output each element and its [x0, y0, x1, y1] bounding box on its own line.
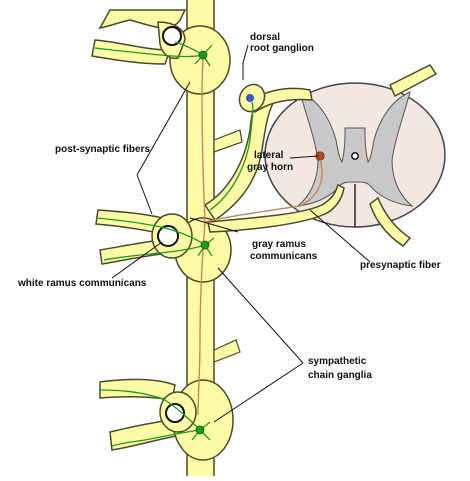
- sympathetic-neurons: [94, 41, 254, 447]
- spinal-cord: [264, 82, 446, 228]
- label-root-ganglion: root ganglion: [250, 43, 314, 54]
- leader-lines: [111, 44, 371, 423]
- label-gray-ramus: gray ramus: [252, 239, 306, 250]
- label-sympathetic: sympathetic: [308, 356, 367, 367]
- label-lateral: lateral: [254, 150, 284, 161]
- chain-ganglion-3: [99, 378, 234, 461]
- trunk-side-branches: [213, 129, 243, 363]
- label-communicans: communicans: [250, 251, 318, 262]
- label-presynaptic-fiber: presynaptic fiber: [360, 260, 441, 271]
- labels: dorsal root ganglion post-synaptic fiber…: [17, 32, 441, 381]
- spinal-nerve: [203, 64, 438, 247]
- dorsal-root-neuron: [246, 94, 254, 102]
- sympathetic-neuron-bodies: [195, 50, 210, 435]
- label-gray-horn: gray horn: [247, 162, 293, 173]
- label-chain-ganglia: chain ganglia: [308, 370, 372, 381]
- label-post-synaptic-fibers: post-synaptic fibers: [55, 144, 150, 155]
- presynaptic-fibers: [197, 57, 323, 416]
- label-white-ramus-communicans: white ramus communicans: [17, 278, 147, 289]
- spinal-cord-gray-matter: [296, 91, 414, 207]
- label-dorsal: dorsal: [250, 32, 280, 43]
- central-canal: [351, 152, 359, 160]
